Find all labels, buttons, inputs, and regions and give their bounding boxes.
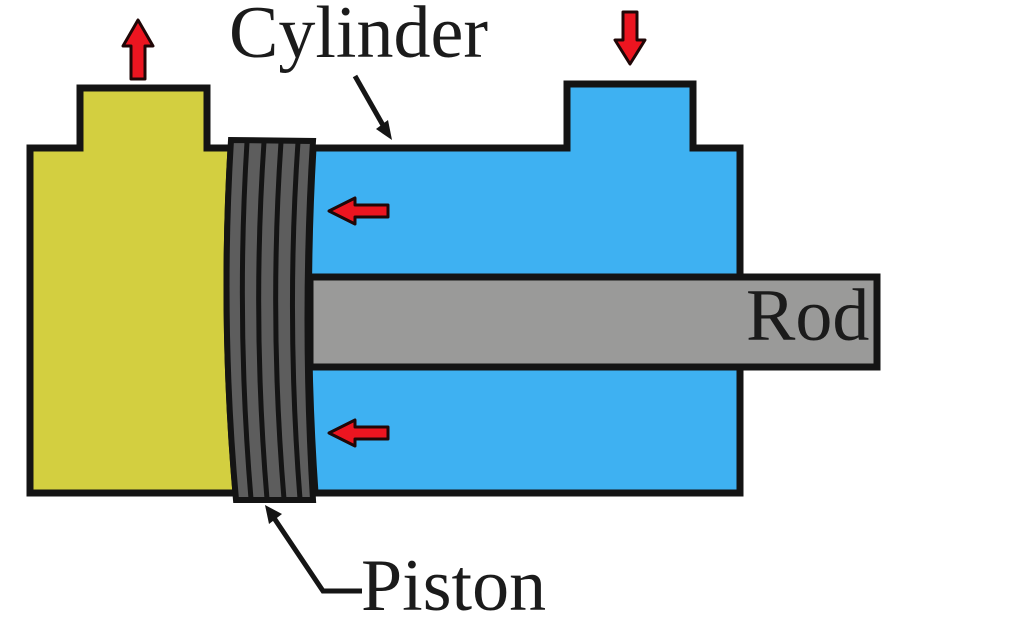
- piston-label: Piston: [361, 545, 547, 627]
- piston: [223, 136, 317, 503]
- piston-ring-4: [289, 141, 303, 500]
- cap-side-chamber: [26, 84, 240, 497]
- piston-ring-1: [239, 141, 254, 500]
- flow-arrow-down-icon: [613, 10, 647, 66]
- piston-rod: [306, 273, 881, 371]
- cylinder-label: Cylinder: [229, 0, 488, 74]
- piston-leader-arrowhead-icon: [265, 505, 282, 524]
- piston-rings: [239, 141, 303, 500]
- piston-ring-3: [273, 141, 287, 500]
- piston-ring-2: [256, 141, 270, 500]
- cylinder-leader-line: [352, 74, 387, 129]
- flow-arrow-left-lower-icon: [327, 418, 390, 448]
- flow-arrow-left-upper-icon: [327, 196, 390, 226]
- flow-arrows: [121, 10, 647, 448]
- cylinder-leader-arrowhead-icon: [376, 120, 392, 140]
- piston-leader-line: [269, 513, 362, 594]
- annotation-leaders: [265, 74, 392, 594]
- rod-label: Rod: [746, 275, 870, 357]
- flow-arrow-up-icon: [121, 18, 155, 81]
